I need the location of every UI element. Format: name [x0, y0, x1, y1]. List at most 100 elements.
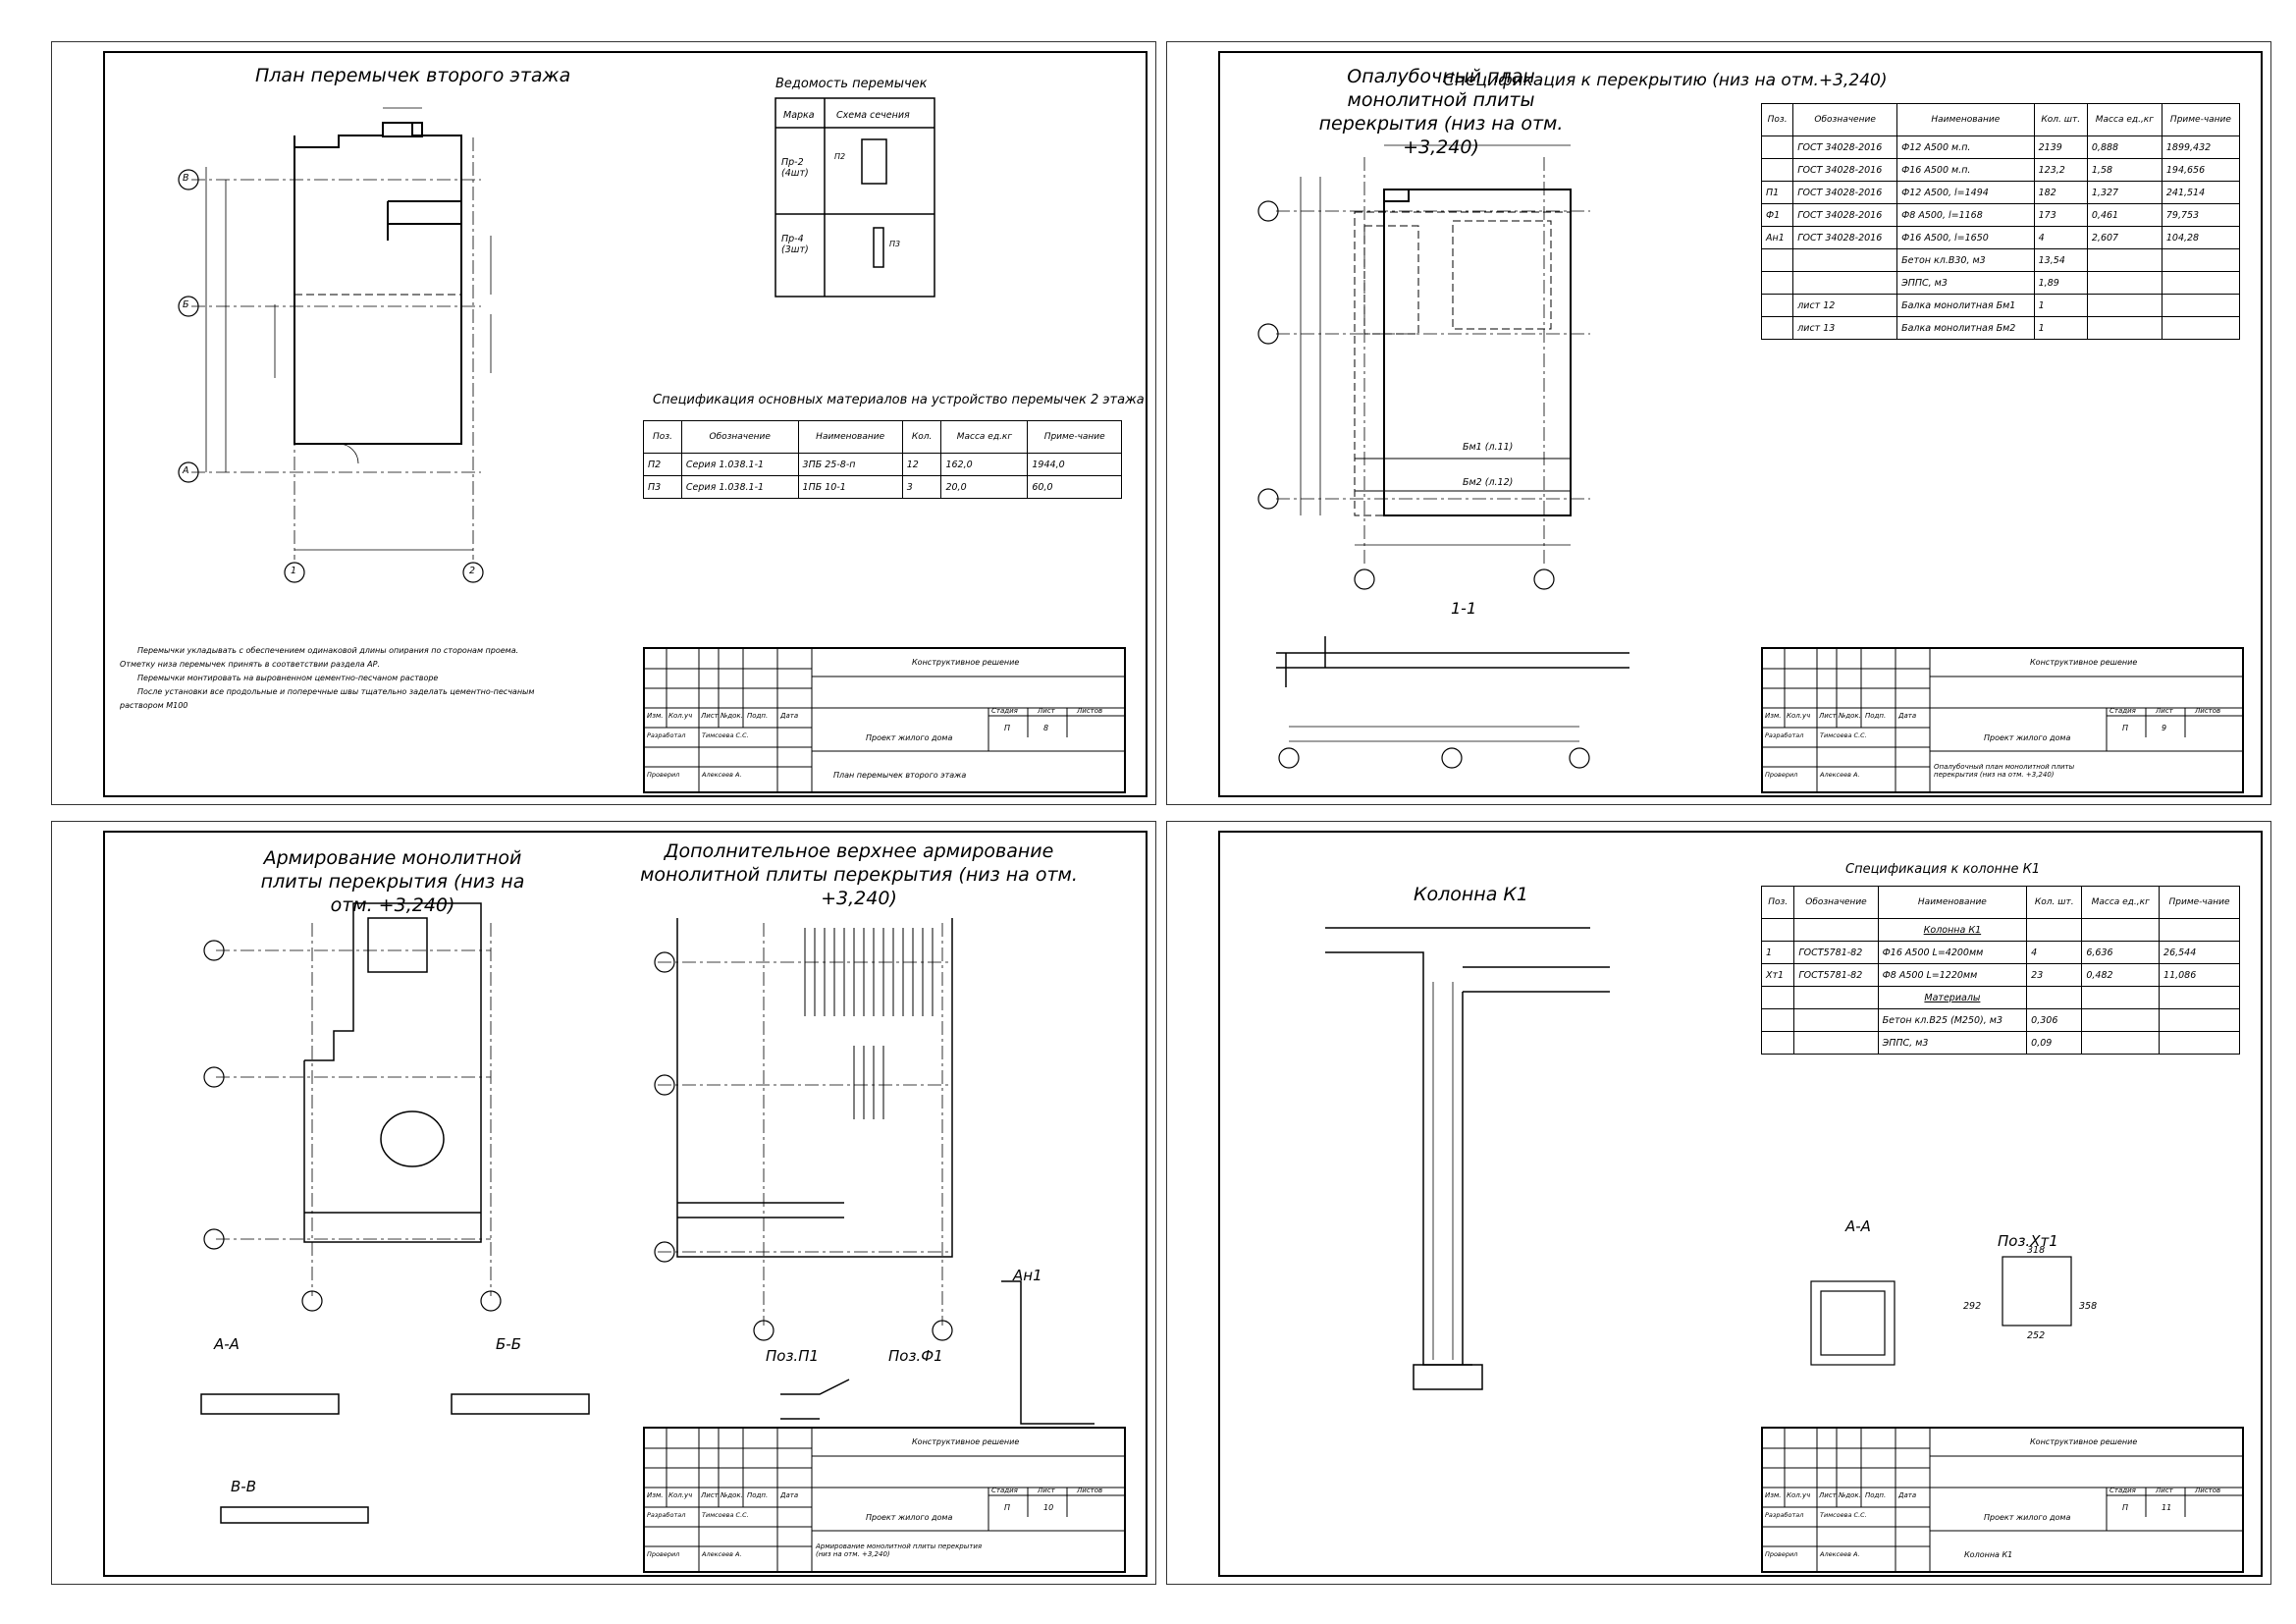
cell: ЭППС, м3: [1896, 271, 2035, 295]
cell: [1793, 986, 1879, 1009]
cell: ГОСТ5781-82: [1793, 941, 1879, 964]
cell: П3: [643, 475, 682, 499]
vedomost-h-scheme: Схема сечения: [836, 110, 910, 121]
cell: 4: [2026, 941, 2083, 964]
pos-f1: Поз.Ф1: [888, 1347, 943, 1365]
cell: [2086, 316, 2163, 340]
xt-dim-top: 318: [2027, 1245, 2046, 1256]
stamp-1-list2: Лист: [1038, 707, 1055, 715]
cell: [2159, 1031, 2240, 1055]
spec4-h0: Поз.: [1760, 886, 1795, 919]
stamp-3-razrab-name: Тимсоева С.С.: [702, 1511, 749, 1519]
cell: Ф8 А500 L=1220мм: [1877, 963, 2028, 987]
cell: [1792, 248, 1898, 272]
stamp-2-prov-name: Алексеев А.: [1820, 771, 1860, 779]
xt-dim-left: 292: [1963, 1301, 1982, 1312]
stamp-1-prov-name: Алексеев А.: [702, 771, 742, 779]
stamp-3-prov-name: Алексеев А.: [702, 1550, 742, 1558]
cell: [1792, 271, 1898, 295]
cell: Ан1: [1760, 226, 1794, 249]
stamp-4-stadiya: Стадия: [2109, 1487, 2136, 1494]
stamp-4-kol: Кол.уч: [1787, 1491, 1811, 1499]
cell: 20,0: [940, 475, 1029, 499]
cell: ГОСТ 34028-2016: [1792, 158, 1898, 182]
stamp-2-ndok: №док.: [1839, 712, 1861, 720]
stamp-4-stage: П: [2122, 1503, 2129, 1512]
cell: 4: [2033, 226, 2088, 249]
vedomost-h-mark: Марка: [783, 110, 815, 121]
stamp-3-grid: [645, 1429, 1124, 1571]
vedomost-title: Ведомость перемычек: [775, 77, 928, 91]
stamp-2-podp: Подп.: [1865, 712, 1887, 720]
stamp-4-project: Конструктивное решение: [2030, 1437, 2138, 1446]
vedomost-row1-mark: Пр-2 (4шт): [781, 157, 809, 179]
s3-section-bb: Б-Б: [496, 1335, 521, 1353]
stamp-2-kol: Кол.уч: [1787, 712, 1811, 720]
label-bm2: Бм2 (л.12): [1463, 477, 1514, 488]
note-5: раствором М100: [120, 701, 188, 710]
stamp-3-data: Дата: [780, 1491, 799, 1499]
stamp-1-prov: Проверил: [647, 771, 680, 779]
sheet-3: [51, 821, 1156, 1585]
vedomost-row2-label: П3: [889, 240, 901, 248]
stamp-3-podp: Подп.: [747, 1491, 769, 1499]
spec4-h2: Наименование: [1877, 886, 2028, 919]
stamp-2-stadiya: Стадия: [2109, 707, 2136, 715]
spec4-h4: Масса ед.,кг: [2081, 886, 2161, 919]
spec4-title: Спецификация к колонне К1: [1845, 862, 2041, 877]
stamp-3: Конструктивное решение Изм. Кол.уч Лист …: [643, 1427, 1126, 1573]
cell: Бетон кл.В25 (М250), м3: [1877, 1008, 2028, 1032]
section-1-1: 1-1: [1451, 599, 1477, 618]
cell: [1793, 1008, 1879, 1032]
cell: 1: [2033, 316, 2088, 340]
stamp-3-list: Лист: [701, 1491, 719, 1499]
cell: [2161, 316, 2241, 340]
sheet-1-frame: [103, 51, 1148, 797]
stamp-4-prov-name: Алексеев А.: [1820, 1550, 1860, 1558]
cell: [1760, 918, 1795, 942]
cell: Серия 1.038.1-1: [680, 475, 799, 499]
sheet-1-title: План перемычек второго этажа: [255, 65, 571, 86]
stamp-2-list2: Лист: [2156, 707, 2173, 715]
stamp-2-listov: Листов: [2195, 707, 2221, 715]
axis-2-1: 2: [469, 566, 476, 576]
stamp-2-name: Опалубочный план монолитной плиты перекр…: [1934, 763, 2075, 779]
cell: 2139: [2033, 135, 2088, 159]
pos-an1: Ан1: [1013, 1267, 1042, 1284]
cell: 1ПБ 10-1: [797, 475, 903, 499]
stamp-1-sheet: 8: [1043, 724, 1049, 732]
sheet-3-frame: [103, 831, 1148, 1577]
spec4-group1: Колонна К1: [1877, 918, 2028, 942]
stamp-4-data: Дата: [1898, 1491, 1917, 1499]
cell: [1760, 1008, 1795, 1032]
cell: ГОСТ 34028-2016: [1792, 181, 1898, 204]
cell: 12: [901, 453, 942, 476]
cell: [2159, 1008, 2240, 1032]
cell: 11,086: [2159, 963, 2240, 987]
cell: ЭППС, м3: [1877, 1031, 2028, 1055]
s4-section-aa: А-А: [1845, 1218, 1871, 1235]
cell: [2081, 1031, 2161, 1055]
cell: 26,544: [2159, 941, 2240, 964]
stamp-2-razrab-name: Тимсоева С.С.: [1820, 731, 1867, 739]
stamp-1-list: Лист: [701, 712, 719, 720]
cell: 23: [2026, 963, 2083, 987]
s3-section-vv: В-В: [231, 1478, 256, 1495]
xt-dim-bottom: 252: [2027, 1330, 2046, 1341]
sheet-4-title: Колонна К1: [1414, 884, 1528, 905]
sheet-3-title2: Дополнительное верхнее армирование монол…: [640, 840, 1078, 909]
spec4-h3: Кол. шт.: [2026, 886, 2083, 919]
s3-section-aa: А-А: [214, 1335, 240, 1353]
xt-dim-right: 358: [2079, 1301, 2098, 1312]
cell: 1: [1760, 941, 1795, 964]
axis-v-1: В: [183, 173, 189, 184]
stamp-1-ndok: №док.: [721, 712, 743, 720]
cell: 0,461: [2086, 203, 2163, 227]
